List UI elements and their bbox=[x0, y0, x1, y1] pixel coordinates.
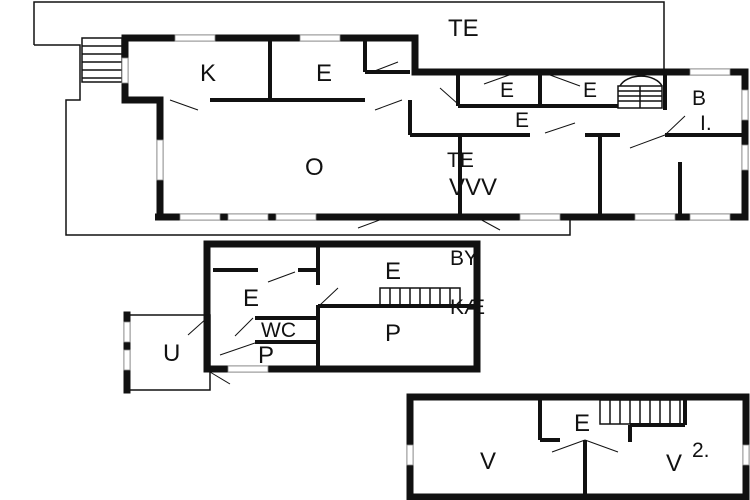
label-p-small: P bbox=[258, 342, 275, 369]
outdoor-stairs bbox=[81, 37, 123, 83]
bottom-building-walls bbox=[406, 393, 750, 500]
label-entry-3: E bbox=[583, 79, 598, 102]
middle-building-walls bbox=[123, 240, 481, 394]
label-entry-2: E bbox=[500, 79, 515, 102]
label-hall-upper: E bbox=[385, 258, 402, 285]
label-bottom-hall: E bbox=[574, 410, 591, 437]
windows bbox=[121, 34, 749, 221]
label-entry-1: E bbox=[316, 60, 333, 87]
label-bath-suffix: I. bbox=[700, 112, 712, 135]
label-utility: U bbox=[163, 340, 181, 367]
label-room-left: V bbox=[480, 448, 497, 475]
label-terrace-2: TE bbox=[447, 149, 474, 172]
label-living: O bbox=[305, 154, 324, 181]
label-room-right-suffix: 2. bbox=[692, 439, 710, 462]
label-kitchen: K bbox=[200, 60, 217, 87]
label-hall: E bbox=[515, 109, 530, 132]
terrace-outline-lower bbox=[34, 44, 571, 236]
label-kae: KÆ bbox=[450, 296, 486, 319]
label-bath: B bbox=[692, 87, 707, 110]
main-house-walls bbox=[121, 34, 749, 221]
label-terrace: TE bbox=[448, 15, 479, 42]
terrace-outline bbox=[33, 1, 665, 72]
label-hall-lower: E bbox=[243, 285, 260, 312]
door-swings bbox=[169, 61, 686, 231]
label-wc: WC bbox=[261, 319, 296, 342]
label-room-vvv: VVV bbox=[449, 174, 498, 201]
label-p-large: P bbox=[385, 320, 402, 347]
indoor-stairs bbox=[617, 75, 663, 109]
label-by: BY bbox=[450, 247, 479, 270]
label-room-right: V bbox=[666, 450, 683, 477]
